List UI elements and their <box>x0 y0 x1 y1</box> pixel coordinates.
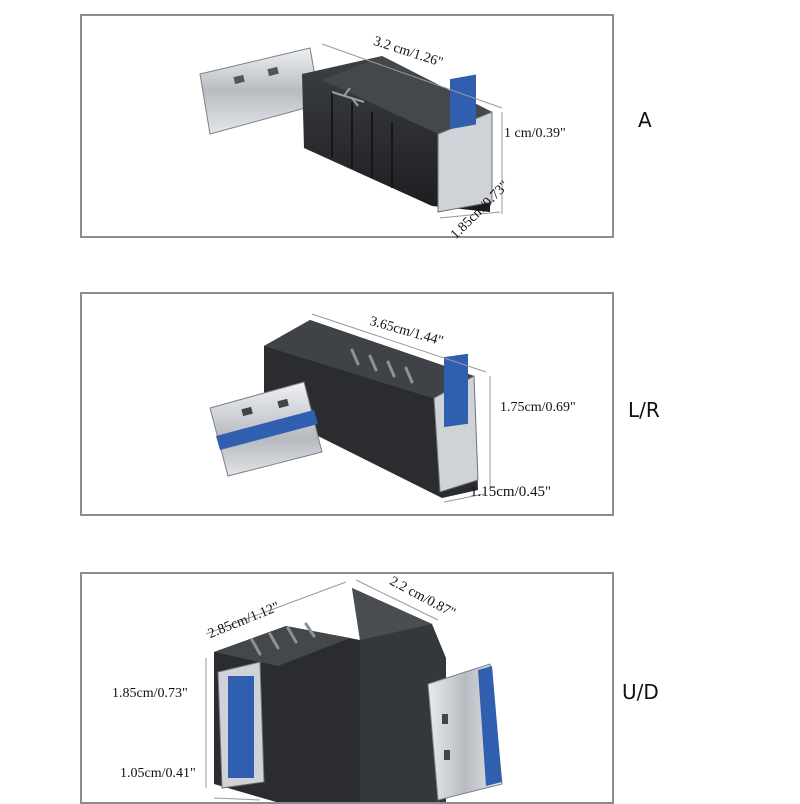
variant-tag-lr: L/R <box>628 398 660 422</box>
dimension-height-label: 1 cm/0.39" <box>504 126 566 141</box>
product-panel-a <box>80 14 614 238</box>
usb-adapter-straight-image <box>199 43 503 219</box>
variant-tag-a: A <box>638 108 652 132</box>
usb-adapter-up-down-image <box>205 579 503 802</box>
usb-symbol-icon <box>331 87 365 107</box>
dimension-height-label: 1.75cm/0.69" <box>500 400 576 415</box>
dimension-lines <box>321 43 503 219</box>
dimension-lines <box>205 579 439 801</box>
product-panel-lr <box>80 292 614 516</box>
dimension-width-label: 1.05cm/0.41" <box>120 766 196 781</box>
dimension-height-label: 1.85cm/0.73" <box>112 686 188 701</box>
dimension-width-label: 1.15cm/0.45" <box>470 484 552 500</box>
usb-male-plug <box>199 47 321 135</box>
variant-tag-ud: U/D <box>622 680 659 704</box>
usb-adapter-left-right-image <box>209 313 491 503</box>
product-panel-ud <box>80 572 614 804</box>
dimension-lines <box>311 313 491 503</box>
